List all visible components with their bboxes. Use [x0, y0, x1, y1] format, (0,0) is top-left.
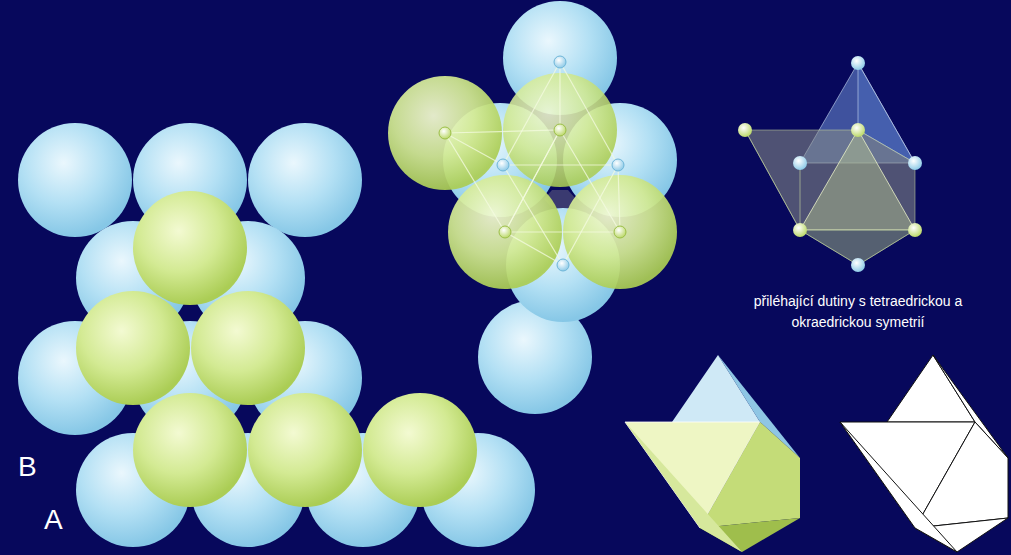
vertex [557, 259, 569, 271]
layer-letter: A [44, 499, 63, 541]
edge [559, 62, 560, 130]
octa-face [915, 422, 1008, 528]
solid-coloured [625, 355, 800, 552]
vertex-dots [439, 56, 626, 271]
sphere-a [248, 123, 362, 237]
vertex [554, 56, 566, 68]
polyhedron-edges [445, 62, 620, 265]
solid-outline [840, 355, 1008, 552]
edge [445, 133, 503, 165]
vertex [793, 156, 807, 170]
octa-face [840, 422, 957, 552]
edge [618, 165, 620, 232]
octahedron-face [445, 130, 560, 232]
octa-face [625, 422, 742, 552]
vertex [851, 56, 865, 70]
vertex [908, 156, 922, 170]
vertex [612, 159, 624, 171]
octahedron-face [505, 130, 620, 232]
layer-letter: B [18, 446, 37, 488]
sphere-b [133, 393, 247, 507]
sphere-b [248, 393, 362, 507]
vertex [793, 223, 807, 237]
octa-face [700, 422, 800, 528]
edge [560, 62, 618, 165]
layer-letter-box: B [18, 446, 37, 488]
edge [505, 232, 563, 265]
vertex [738, 123, 752, 137]
caption-note: přiléhající dutiny s tetraedrickou a okr… [733, 291, 983, 333]
vertex [908, 223, 922, 237]
edge [800, 163, 801, 230]
polyhedra-model [738, 56, 922, 272]
tetra-face [672, 355, 760, 422]
edge [503, 62, 560, 165]
layer-letter-box: A [44, 499, 63, 541]
octahedron-face [800, 130, 915, 230]
sphere-a [18, 123, 132, 237]
vertex [497, 159, 509, 171]
sphere-b [133, 191, 247, 305]
vertex [499, 226, 511, 238]
vertex [439, 127, 451, 139]
layer-a-spheres [18, 123, 592, 547]
sphere-b [388, 76, 502, 190]
octahedron-face [503, 165, 618, 265]
tetra-face [887, 355, 975, 422]
caption-note-box: přiléhající dutiny s tetraedrickou a okr… [733, 291, 983, 333]
vertex [554, 124, 566, 136]
void-cluster [388, 1, 677, 322]
vertex [851, 123, 865, 137]
sphere-b [363, 393, 477, 507]
edge [745, 130, 800, 230]
sphere-b [191, 291, 305, 405]
vertex [614, 226, 626, 238]
sphere-b [76, 291, 190, 405]
layer-b-spheres [76, 191, 477, 507]
octahedron [745, 130, 915, 265]
vertex [851, 258, 865, 272]
